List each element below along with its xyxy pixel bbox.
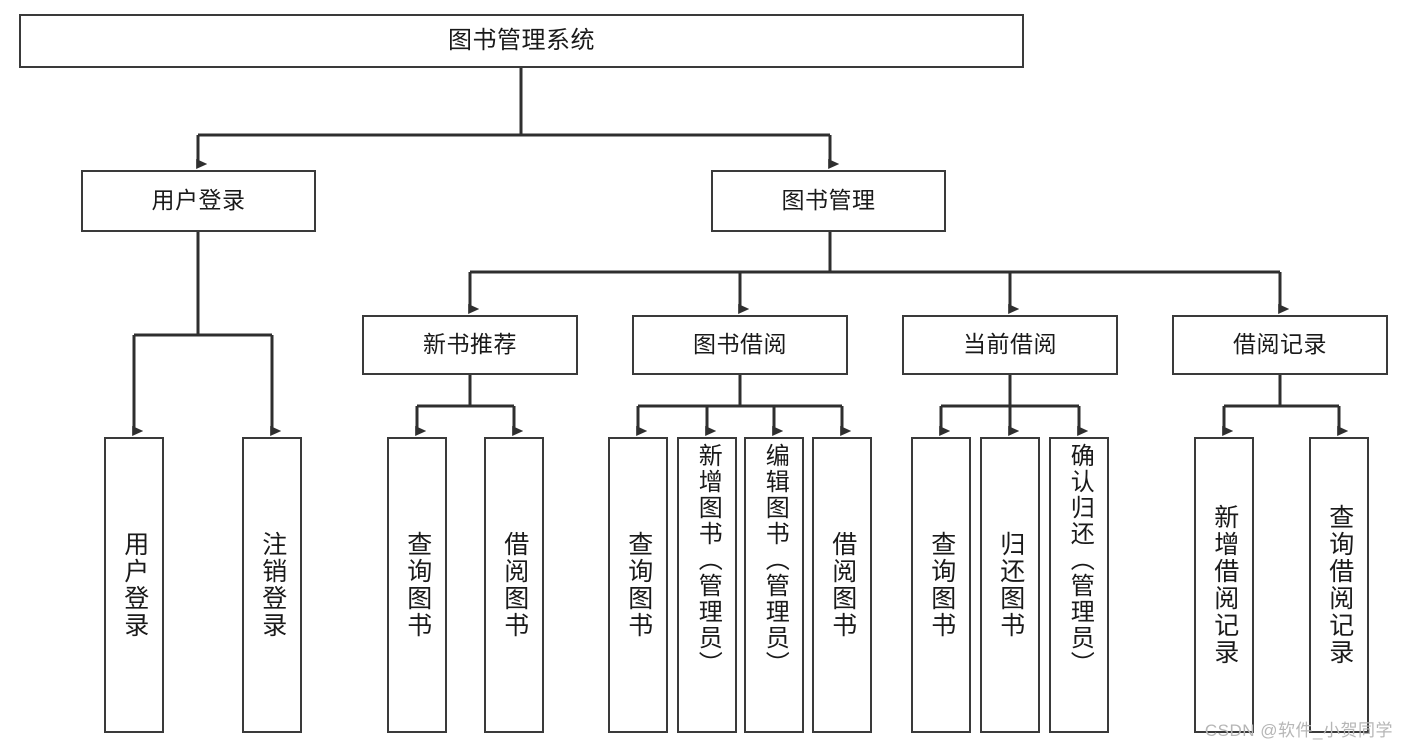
leaf-return-book[interactable]: 归还图书 <box>980 437 1040 733</box>
leaf-add-book[interactable]: 新增图书（管理员） <box>677 437 737 733</box>
leaf-query-book-current[interactable]: 查询图书 <box>911 437 971 733</box>
node-label: 借阅图书 <box>828 531 857 639</box>
node-root-system[interactable]: 图书管理系统 <box>19 14 1024 68</box>
node-user-login[interactable]: 用户登录 <box>81 170 316 232</box>
node-label: 新书推荐 <box>423 331 517 358</box>
node-label: 新增图书（管理员） <box>694 443 722 677</box>
leaf-query-book-new[interactable]: 查询图书 <box>387 437 447 733</box>
node-label: 查询图书 <box>403 531 432 639</box>
node-label: 查询借阅记录 <box>1325 504 1354 666</box>
watermark: CSDN @软件_小贺同学 <box>1204 721 1393 740</box>
leaf-logout[interactable]: 注销登录 <box>242 437 302 733</box>
leaf-query-book-borrow[interactable]: 查询图书 <box>608 437 668 733</box>
node-new-book-recommend[interactable]: 新书推荐 <box>362 315 578 375</box>
node-label: 借阅记录 <box>1233 331 1327 358</box>
node-label: 查询图书 <box>624 531 653 639</box>
node-label: 借阅图书 <box>500 531 529 639</box>
leaf-edit-book[interactable]: 编辑图书（管理员） <box>744 437 804 733</box>
leaf-confirm-return[interactable]: 确认归还（管理员） <box>1049 437 1109 733</box>
leaf-user-login[interactable]: 用户登录 <box>104 437 164 733</box>
leaf-borrow-book-new[interactable]: 借阅图书 <box>484 437 544 733</box>
node-label: 图书借阅 <box>693 331 787 358</box>
node-book-manage[interactable]: 图书管理 <box>711 170 946 232</box>
node-label: 归还图书 <box>996 531 1025 639</box>
node-label: 确认归还（管理员） <box>1066 443 1094 677</box>
node-label: 用户登录 <box>151 187 246 214</box>
leaf-add-borrow-record[interactable]: 新增借阅记录 <box>1194 437 1254 733</box>
node-borrow-record[interactable]: 借阅记录 <box>1172 315 1388 375</box>
node-label: 图书管理系统 <box>448 26 595 54</box>
leaf-query-borrow-record[interactable]: 查询借阅记录 <box>1309 437 1369 733</box>
node-current-borrow[interactable]: 当前借阅 <box>902 315 1118 375</box>
node-label: 图书管理 <box>781 187 876 214</box>
node-label: 用户登录 <box>120 531 149 639</box>
node-label: 查询图书 <box>927 531 956 639</box>
node-label: 新增借阅记录 <box>1210 504 1239 666</box>
node-label: 注销登录 <box>258 531 287 639</box>
node-label: 当前借阅 <box>963 331 1057 358</box>
node-book-borrow[interactable]: 图书借阅 <box>632 315 848 375</box>
node-label: 编辑图书（管理员） <box>761 443 789 677</box>
leaf-borrow-book-borrow[interactable]: 借阅图书 <box>812 437 872 733</box>
